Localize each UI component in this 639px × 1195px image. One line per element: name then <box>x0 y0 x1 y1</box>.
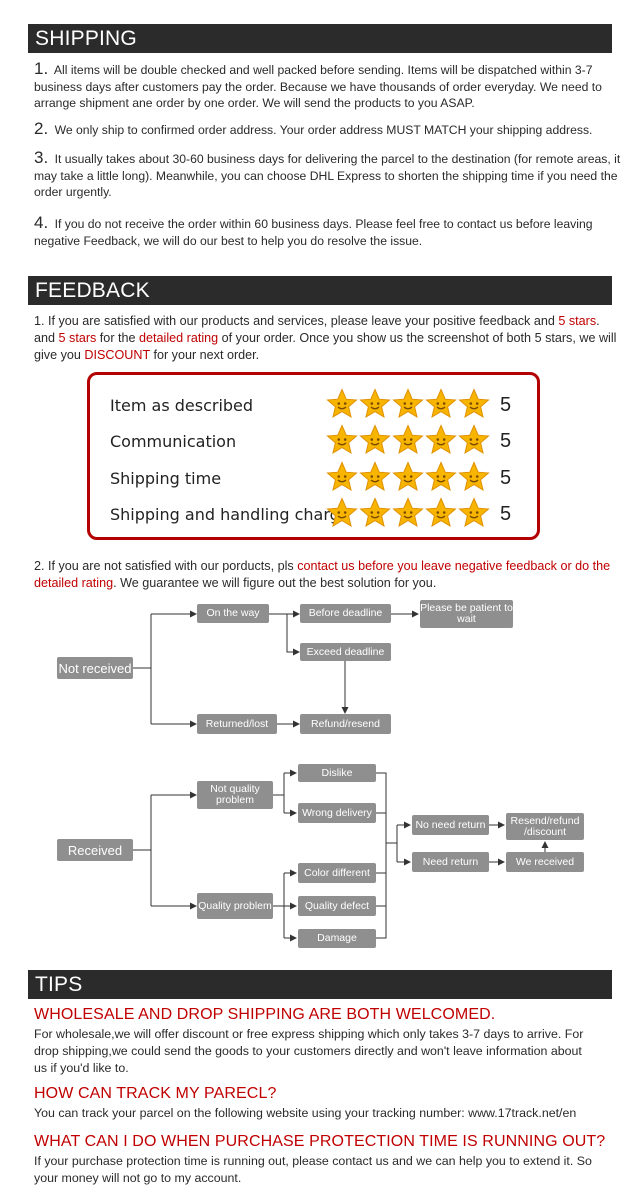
tip-text-wholesale: For wholesale,we will offer discount or … <box>34 1027 584 1075</box>
rating-score: 5 <box>500 503 512 525</box>
star-icon <box>458 497 490 528</box>
rating-label: Communication <box>110 432 237 451</box>
tip-text-protection: If your purchase protection time is runn… <box>34 1154 592 1185</box>
tip-text-track: You can track your parcel on the followi… <box>34 1106 577 1120</box>
item-text: We only ship to confirmed order address.… <box>54 123 593 137</box>
shipping-item-1: 1. All items will be double checked and … <box>34 59 624 112</box>
text: for your next order. <box>149 348 260 362</box>
item-number: 1. <box>34 59 49 78</box>
flow-box-refund-resend: Refund/resend <box>300 714 391 734</box>
star-icon <box>425 497 457 528</box>
text: 1. If you are satisfied with our product… <box>34 314 559 328</box>
rating-row: Shipping time 5 <box>90 461 537 497</box>
star-rating <box>326 461 491 497</box>
highlight: contact us before you leave negative fee… <box>34 559 611 590</box>
rating-score: 5 <box>500 430 512 452</box>
rating-row: Communication 5 <box>90 424 537 460</box>
tip-heading-track: HOW CAN TRACK MY PARECL? <box>34 1085 277 1102</box>
rating-label: Shipping time <box>110 469 222 488</box>
shipping-header: SHIPPING <box>28 24 612 53</box>
star-icon <box>326 424 358 455</box>
flow-box-exceed-deadline: Exceed deadline <box>300 643 391 661</box>
text: for the <box>96 331 140 345</box>
rating-box: Item as described 5 Communication 5 Ship… <box>87 372 540 540</box>
flow-box-before-deadline: Before deadline <box>300 604 391 623</box>
flow-box-patient-to-wait: Please be patient to wait <box>420 600 513 628</box>
item-text: All items will be double checked and wel… <box>34 63 602 110</box>
flow-box-received: Received <box>57 839 133 861</box>
flow-box-dislike: Dislike <box>298 764 376 782</box>
rating-label: Shipping and handling charge <box>110 505 350 524</box>
star-icon <box>392 424 424 455</box>
flow-box-not-received: Not received <box>57 657 133 679</box>
feedback-paragraph-1: 1. If you are satisfied with our product… <box>34 313 624 364</box>
star-icon <box>359 497 391 528</box>
star-icon <box>359 424 391 455</box>
feedback-paragraph-2: 2. If you are not satisfied with our por… <box>34 558 624 592</box>
flow-box-we-received: We received <box>506 852 584 872</box>
flow-box-quality-problem: Quality problem <box>197 893 273 919</box>
star-icon <box>326 461 358 492</box>
rating-row: Shipping and handling charge 5 <box>90 497 537 533</box>
tip-heading-wholesale: WHOLESALE AND DROP SHIPPING ARE BOTH WEL… <box>34 1006 496 1023</box>
star-icon <box>425 388 457 419</box>
star-icon <box>326 388 358 419</box>
star-icon <box>458 461 490 492</box>
item-text: If you do not receive the order within 6… <box>34 217 593 248</box>
flow-box-color-different: Color different <box>298 863 376 883</box>
star-icon <box>392 461 424 492</box>
star-icon <box>359 388 391 419</box>
flow-box-need-return: Need return <box>412 852 489 872</box>
flow-box-wrong-delivery: Wrong delivery <box>298 803 376 823</box>
star-icon <box>425 424 457 455</box>
shipping-item-3: 3. It usually takes about 30-60 business… <box>34 148 624 201</box>
feedback-header: FEEDBACK <box>28 276 612 305</box>
text: 2. If you are not satisfied with our por… <box>34 559 298 573</box>
flow-box-damage: Damage <box>298 929 376 948</box>
text: of your order. Once you show us the scre… <box>34 331 617 362</box>
item-number: 4. <box>34 213 49 232</box>
star-icon <box>458 388 490 419</box>
rating-row: Item as described 5 <box>90 388 537 424</box>
highlight: DISCOUNT <box>84 348 150 362</box>
flow-box-resend-refund-discount: Resend/refund /discount <box>506 813 584 840</box>
rating-score: 5 <box>500 394 512 416</box>
shipping-item-4: 4. If you do not receive the order withi… <box>34 213 624 249</box>
star-icon <box>458 424 490 455</box>
flow-box-quality-defect: Quality defect <box>298 896 376 916</box>
star-icon <box>425 461 457 492</box>
star-icon <box>359 461 391 492</box>
star-rating <box>326 497 491 533</box>
star-rating <box>326 424 491 460</box>
star-rating <box>326 388 491 424</box>
shipping-item-2: 2. We only ship to confirmed order addre… <box>34 119 624 139</box>
tip-heading-protection: WHAT CAN I DO WHEN PURCHASE PROTECTION T… <box>34 1133 606 1150</box>
rating-label: Item as described <box>110 396 254 415</box>
highlight: 5 stars <box>558 314 597 328</box>
tips-header: TIPS <box>28 970 612 999</box>
highlight: 5 stars <box>58 331 97 345</box>
star-icon <box>392 388 424 419</box>
rating-score: 5 <box>500 467 512 489</box>
item-number: 2. <box>34 119 49 138</box>
star-icon <box>326 497 358 528</box>
flow-box-on-the-way: On the way <box>197 604 269 623</box>
star-icon <box>392 497 424 528</box>
highlight: detailed rating <box>139 331 219 345</box>
flow-box-no-need-return: No need return <box>412 815 489 835</box>
item-text: It usually takes about 30-60 business da… <box>34 152 621 199</box>
text: . and <box>34 314 600 345</box>
flow-box-returned-lost: Returned/lost <box>197 714 277 734</box>
flow-box-not-quality-problem: Not quality problem <box>197 781 273 809</box>
item-number: 3. <box>34 148 49 167</box>
text: . We guarantee we will figure out the be… <box>113 576 437 590</box>
